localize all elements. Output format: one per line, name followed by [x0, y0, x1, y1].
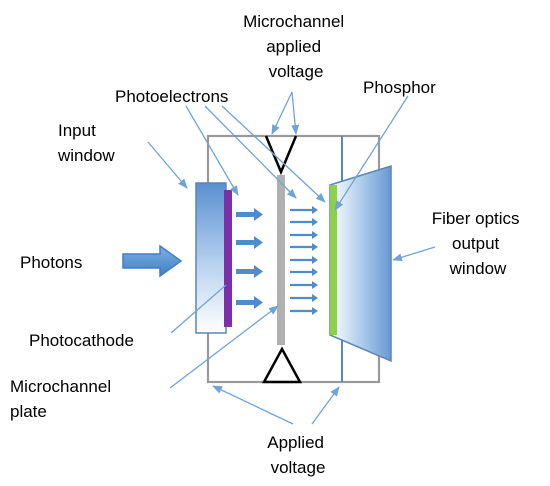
photoelectron-arrows-input [236, 208, 263, 309]
microchannel-plate [277, 175, 285, 345]
label-phosphor: Phosphor [363, 78, 436, 97]
leader-mcp-voltage-right [291, 91, 300, 135]
electron-arrow [290, 206, 318, 214]
label-microchannel-applied-voltage: Microchannel applied voltage [243, 12, 349, 81]
fiber-optics-window [329, 164, 392, 363]
label-photoelectrons: Photoelectrons [115, 87, 228, 106]
leader-input-window [147, 141, 188, 189]
label-fiber-optics-output-window: Fiber optics output window [432, 209, 525, 278]
label-input-window: Input window [57, 121, 115, 165]
photoelectron-arrow [236, 265, 263, 278]
microchannel-top-electrode [264, 135, 298, 176]
label-photons: Photons [20, 253, 82, 272]
phosphor-layer [330, 185, 337, 335]
electron-arrow [290, 294, 318, 302]
photoelectron-arrow [236, 208, 263, 221]
label-microchannel-plate: Microchannel plate [10, 377, 116, 421]
photocathode-layer [224, 190, 232, 327]
photoelectron-arrow [236, 236, 263, 249]
photoelectron-arrow [236, 296, 263, 309]
leader-lines [147, 91, 436, 425]
electron-arrow [290, 256, 318, 264]
leader-fiber-optics [392, 246, 436, 262]
leader-photoelectrons-2 [204, 105, 297, 199]
input-window [195, 182, 227, 334]
label-applied-voltage: Applied voltage [267, 433, 328, 477]
multiplied-electron-arrows [290, 206, 318, 315]
electron-arrow [290, 231, 318, 239]
leader-microchannel-plate [169, 305, 279, 389]
photons-arrow [122, 244, 183, 278]
label-photocathode: Photocathode [29, 331, 134, 350]
electron-arrow [290, 307, 318, 315]
electron-arrow [290, 218, 318, 226]
leader-mcp-voltage-left [271, 91, 293, 135]
electron-arrow [290, 281, 318, 289]
microchannel-bottom-electrode [261, 346, 303, 384]
leader-phosphor [334, 95, 409, 211]
leader-applied-voltage-right [311, 386, 340, 425]
leader-photocathode [170, 284, 227, 334]
leader-photoelectrons-3 [221, 105, 326, 203]
electron-arrow [290, 268, 318, 276]
leader-photoelectrons-1 [185, 105, 239, 196]
leader-applied-voltage-left [212, 385, 294, 425]
electron-arrow [290, 243, 318, 251]
